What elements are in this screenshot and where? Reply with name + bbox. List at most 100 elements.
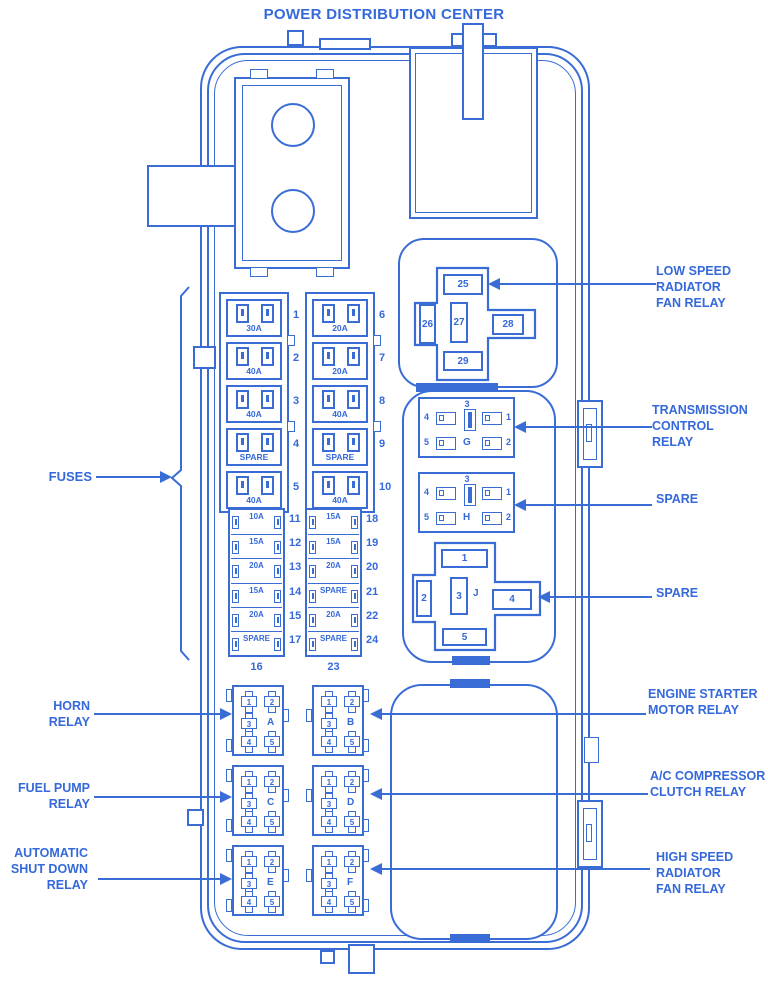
mini-fuse-cell: SPARE bbox=[308, 582, 359, 607]
callout-fuses: FUSES bbox=[18, 469, 92, 485]
left-cable-connector bbox=[147, 165, 236, 227]
terminal-icon bbox=[236, 304, 249, 323]
fuse-amp-label: 15A bbox=[326, 537, 341, 547]
callout-line-text: RELAY bbox=[48, 715, 90, 729]
relay-j-cavity-2: 2 bbox=[416, 580, 432, 617]
pin-number: 5 bbox=[269, 817, 275, 827]
terminal-icon bbox=[309, 613, 316, 627]
pin-number: 5 bbox=[349, 737, 355, 747]
mounting-tab bbox=[226, 899, 232, 912]
relay-pin: 3 bbox=[321, 713, 337, 735]
relay-pin: 5 bbox=[264, 891, 280, 913]
terminal-pin-icon bbox=[352, 352, 355, 359]
right-connector-key bbox=[586, 824, 592, 842]
terminal-icon bbox=[274, 565, 281, 579]
relay-cavity-25: 25 bbox=[443, 274, 483, 295]
terminal-pin-icon bbox=[352, 309, 355, 316]
terminal-pin-icon bbox=[276, 616, 279, 623]
callout-line-text: FUSES bbox=[48, 469, 92, 484]
arrow-left-icon bbox=[514, 421, 526, 433]
callout-line bbox=[98, 878, 220, 880]
terminal-icon bbox=[321, 696, 337, 707]
terminal-icon bbox=[436, 512, 456, 525]
pin-number: 1 bbox=[326, 697, 332, 707]
terminal-icon bbox=[321, 798, 337, 809]
fuse-cell: 40A bbox=[226, 342, 282, 380]
terminal-icon bbox=[236, 433, 249, 452]
terminal-icon bbox=[264, 896, 280, 907]
fuse-number: 17 bbox=[289, 634, 302, 646]
relay-g: 3 4 1 5 2 G bbox=[418, 397, 515, 458]
terminal-icon bbox=[482, 437, 502, 450]
arrow-right-icon bbox=[220, 708, 232, 720]
pin-number: 2 bbox=[349, 777, 355, 787]
terminal-pin-icon bbox=[311, 592, 314, 599]
fuses-brace bbox=[170, 286, 190, 661]
terminal-pin-icon bbox=[234, 616, 237, 623]
relay-pin: 3 bbox=[321, 873, 337, 895]
terminal-pin-icon bbox=[234, 544, 237, 551]
callout-line bbox=[382, 713, 646, 715]
relay-section-bottom bbox=[390, 684, 558, 940]
terminal-icon bbox=[264, 816, 280, 827]
terminal-icon bbox=[309, 589, 316, 603]
callout-spare: SPARE bbox=[656, 491, 698, 507]
pin-number: 5 bbox=[269, 897, 275, 907]
callout-spare: SPARE bbox=[656, 585, 698, 601]
terminal-icon bbox=[321, 718, 337, 729]
relay-letter: H bbox=[463, 512, 471, 523]
terminal-icon bbox=[482, 487, 502, 500]
terminal-pin-icon bbox=[311, 519, 314, 525]
terminal-pin-icon bbox=[327, 352, 330, 359]
callout-line-text: RADIATOR bbox=[656, 866, 721, 880]
fuse-number: 12 bbox=[289, 537, 302, 550]
pin-number: 3 bbox=[464, 399, 470, 409]
fuse-number: 3 bbox=[293, 395, 300, 407]
terminal-icon bbox=[241, 816, 257, 827]
terminal-icon bbox=[482, 512, 502, 525]
pin-number: 3 bbox=[246, 799, 252, 809]
terminal-icon bbox=[321, 896, 337, 907]
relay-pin: 4 bbox=[241, 891, 257, 913]
arrow-left-icon bbox=[538, 591, 550, 603]
terminal-icon bbox=[351, 541, 358, 555]
terminal-pin-icon bbox=[241, 309, 244, 316]
mounting-tab bbox=[316, 267, 334, 277]
mounting-tab bbox=[287, 335, 295, 346]
fuse-amp-label: SPARE bbox=[239, 452, 269, 462]
terminal-icon bbox=[261, 390, 274, 409]
callout-line bbox=[94, 796, 220, 798]
terminal-pin-icon bbox=[266, 395, 269, 402]
callout-line bbox=[96, 476, 160, 478]
fuse-number: 16 bbox=[250, 661, 263, 673]
terminal-icon bbox=[232, 638, 239, 651]
terminal-pin-icon bbox=[311, 544, 314, 551]
fuse-number: 22 bbox=[366, 609, 379, 622]
pin-number: 4 bbox=[246, 897, 252, 907]
pin-number: 3 bbox=[246, 719, 252, 729]
terminal-icon bbox=[322, 390, 335, 409]
mounting-tab bbox=[283, 789, 289, 802]
fuse-number: 11 bbox=[289, 513, 301, 525]
page-title: POWER DISTRIBUTION CENTER bbox=[263, 6, 505, 23]
callout-line bbox=[526, 426, 652, 428]
callout-line-text: RADIATOR bbox=[656, 280, 721, 294]
terminal-icon bbox=[261, 304, 274, 323]
terminal-pin-icon bbox=[327, 309, 330, 316]
fuse-number: 15 bbox=[289, 609, 302, 622]
relay-j-cavity-1: 1 bbox=[441, 549, 488, 568]
pin-number: 4 bbox=[424, 487, 430, 497]
relay-pin: 2 bbox=[344, 851, 360, 873]
terminal-icon bbox=[241, 856, 257, 867]
relay-j-cavity-4: 4 bbox=[492, 589, 532, 610]
fuse-amp-label: SPARE bbox=[320, 634, 347, 643]
fuse-cell: 40A bbox=[226, 471, 282, 509]
terminal-pin-icon bbox=[311, 616, 314, 623]
mounting-tab bbox=[306, 709, 312, 722]
mini-fuse-cell: 15A bbox=[308, 534, 359, 558]
terminal-pin-icon bbox=[241, 395, 244, 402]
